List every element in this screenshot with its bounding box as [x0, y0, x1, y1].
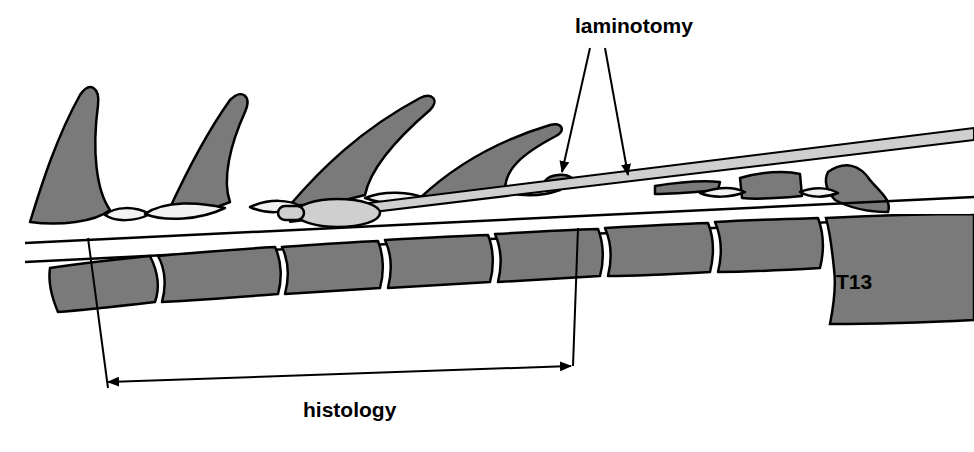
- procedure-label: laminotomy: [572, 14, 696, 38]
- vertebral-body: T13: [824, 214, 974, 326]
- vertebra-label: T13: [836, 270, 872, 294]
- region-label: histology: [300, 398, 399, 422]
